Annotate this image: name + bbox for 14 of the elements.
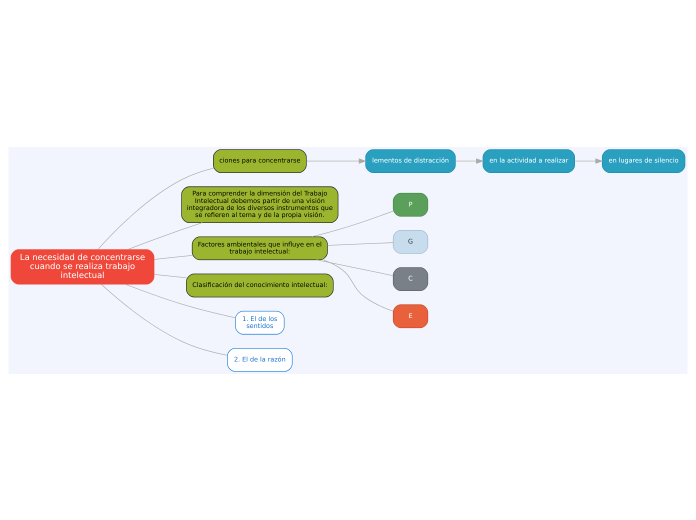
- connector: [312, 210, 394, 237]
- connector: [125, 283, 236, 318]
- connector: [327, 242, 394, 246]
- connector: [100, 283, 228, 356]
- arrow: [574, 158, 604, 164]
- arrow: [455, 158, 484, 164]
- connector: [316, 259, 394, 276]
- node-box: La necesidad de concentrarse cuando se realiza trabajo intelectual: [10, 248, 154, 284]
- connector: [98, 167, 214, 250]
- connector: [154, 274, 187, 278]
- arrow: [306, 158, 366, 164]
- connector: [323, 259, 394, 311]
- connector: [154, 254, 192, 260]
- connector: [127, 222, 203, 250]
